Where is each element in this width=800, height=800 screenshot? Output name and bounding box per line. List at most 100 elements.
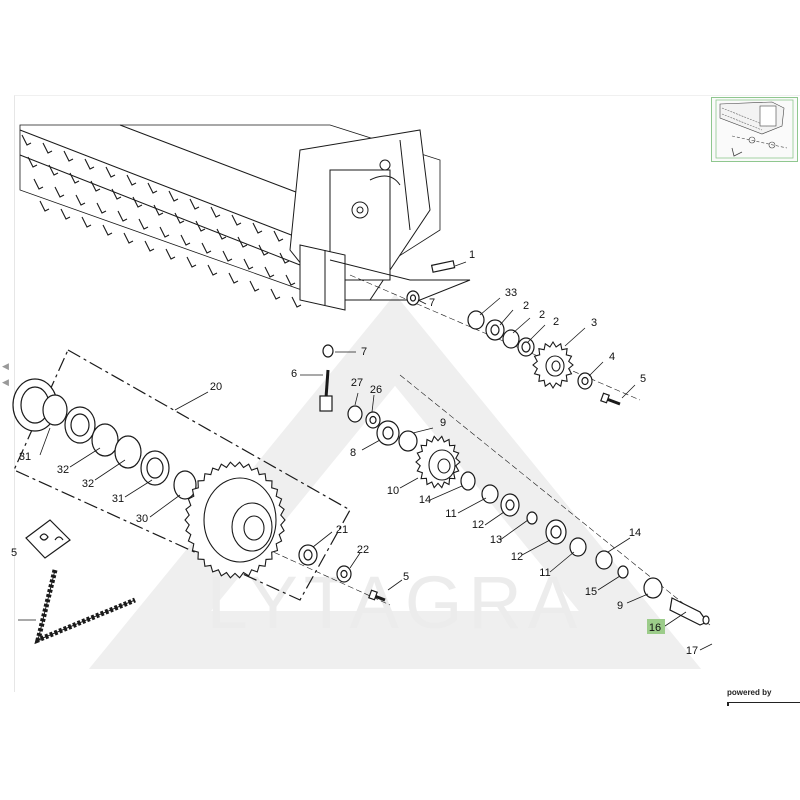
part-roller-chain [34, 569, 136, 645]
tine [123, 232, 134, 244]
leader-lines [18, 261, 713, 651]
callout-30[interactable]: 30 [136, 513, 148, 525]
tine [189, 198, 200, 210]
part-circlip [173, 470, 197, 500]
tine [279, 252, 290, 264]
tine [84, 158, 95, 170]
part-washer [347, 405, 363, 423]
tine [81, 216, 92, 228]
tine [228, 272, 239, 284]
callout-3[interactable]: 3 [591, 317, 597, 329]
part-ring [91, 423, 119, 457]
callout-5[interactable]: 5 [11, 547, 17, 559]
tine [126, 174, 137, 186]
tine [117, 210, 128, 222]
tine [210, 206, 221, 218]
callout-14[interactable]: 14 [419, 494, 431, 506]
tine [237, 236, 248, 248]
callout-11[interactable]: 11 [539, 567, 550, 579]
overview-thumbnail-image [715, 99, 794, 159]
tine [201, 242, 212, 254]
part-sprocket-large [184, 461, 286, 579]
part-circlip [42, 394, 68, 426]
tine [21, 134, 32, 146]
callout-31[interactable]: 31 [19, 451, 31, 463]
tine [186, 256, 197, 268]
callout-5[interactable]: 5 [640, 373, 646, 385]
tine [54, 186, 65, 198]
scroll-left-icon[interactable]: ◀ [2, 377, 9, 387]
tine [147, 182, 158, 194]
callout-33[interactable]: 33 [505, 287, 517, 299]
callout-12[interactable]: 12 [472, 519, 484, 531]
tine [144, 240, 155, 252]
tine [252, 222, 263, 234]
callout-2[interactable]: 2 [539, 309, 545, 321]
callout-27[interactable]: 27 [351, 377, 363, 389]
callout-22[interactable]: 22 [357, 544, 369, 556]
part-circlip [643, 577, 663, 599]
callout-17[interactable]: 17 [686, 645, 698, 657]
callout-32[interactable]: 32 [57, 464, 69, 476]
tine [39, 200, 50, 212]
tine [174, 212, 185, 224]
tine [159, 226, 170, 238]
callout-32[interactable]: 32 [82, 478, 94, 490]
callout-11[interactable]: 11 [445, 508, 456, 520]
tine [195, 220, 206, 232]
tine [75, 194, 86, 206]
tine [243, 258, 254, 270]
powered-by-label: powered by [727, 688, 772, 697]
callout-highlight [647, 619, 665, 634]
callout-12[interactable]: 12 [511, 551, 523, 563]
callout-16[interactable]: 16 [649, 622, 661, 634]
parts-group [12, 260, 710, 626]
callout-7[interactable]: 7 [429, 297, 435, 309]
callout-8[interactable]: 8 [350, 447, 356, 459]
tine [33, 178, 44, 190]
tine [216, 228, 227, 240]
callout-14[interactable]: 14 [629, 527, 641, 539]
part-shaft [669, 597, 708, 626]
overview-thumbnail[interactable] [711, 97, 798, 162]
callout-2[interactable]: 2 [523, 300, 529, 312]
tine [102, 224, 113, 236]
callout-6[interactable]: 6 [291, 368, 297, 380]
callout-9[interactable]: 9 [617, 600, 623, 612]
pickup-frame-drawing [19, 124, 471, 311]
tine [138, 218, 149, 230]
tine [291, 296, 302, 308]
callout-20[interactable]: 20 [210, 381, 222, 393]
watermark-text: LYTAGRA [207, 561, 583, 644]
tine [285, 274, 296, 286]
tine [258, 244, 269, 256]
callout-10[interactable]: 10 [387, 485, 399, 497]
tine [168, 190, 179, 202]
callout-26[interactable]: 26 [370, 384, 382, 396]
callout-9[interactable]: 9 [440, 417, 446, 429]
callout-2[interactable]: 2 [553, 316, 559, 328]
pickup-tines [21, 134, 302, 308]
part-nut [322, 344, 334, 358]
part-lock-kit [25, 519, 71, 559]
tine [105, 166, 116, 178]
scroll-left-icon[interactable]: ◀ [2, 361, 9, 371]
callout-7[interactable]: 7 [361, 346, 367, 358]
tine [42, 142, 53, 154]
callout-21[interactable]: 21 [336, 524, 348, 536]
tine [207, 264, 218, 276]
callout-1[interactable]: 1 [469, 249, 475, 261]
tine [249, 280, 260, 292]
tine [132, 196, 143, 208]
callout-13[interactable]: 13 [490, 534, 502, 546]
tine [111, 188, 122, 200]
tine [165, 248, 176, 260]
callout-5[interactable]: 5 [403, 571, 409, 583]
callout-15[interactable]: 15 [585, 586, 597, 598]
part-ring [460, 471, 476, 491]
callout-4[interactable]: 4 [609, 351, 615, 363]
callout-31[interactable]: 31 [112, 493, 124, 505]
